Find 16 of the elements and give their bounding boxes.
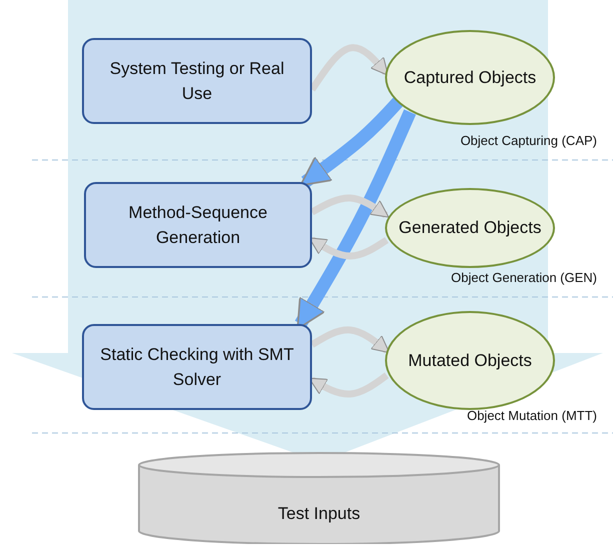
node-label: System Testing or Real Use — [108, 58, 286, 105]
process-box — [82, 38, 312, 124]
stage-label: Object Capturing (CAP) — [460, 133, 597, 148]
stage-label: Object Generation (GEN) — [451, 270, 597, 285]
database-cylinder — [138, 452, 500, 544]
node-label: Mutated Objects — [408, 350, 532, 372]
node-label: Test Inputs — [278, 502, 360, 524]
process-box — [84, 182, 312, 268]
process-box — [82, 324, 312, 410]
node-label: Method-Sequence Generation — [128, 202, 268, 249]
arrow — [300, 96, 404, 188]
node-label: Static Checking with SMT Solver — [99, 344, 295, 391]
node-label: Generated Objects — [398, 217, 542, 240]
arrow — [310, 194, 390, 218]
stage-label: Object Mutation (MTT) — [466, 408, 597, 423]
node-label: Captured Objects — [404, 66, 536, 89]
